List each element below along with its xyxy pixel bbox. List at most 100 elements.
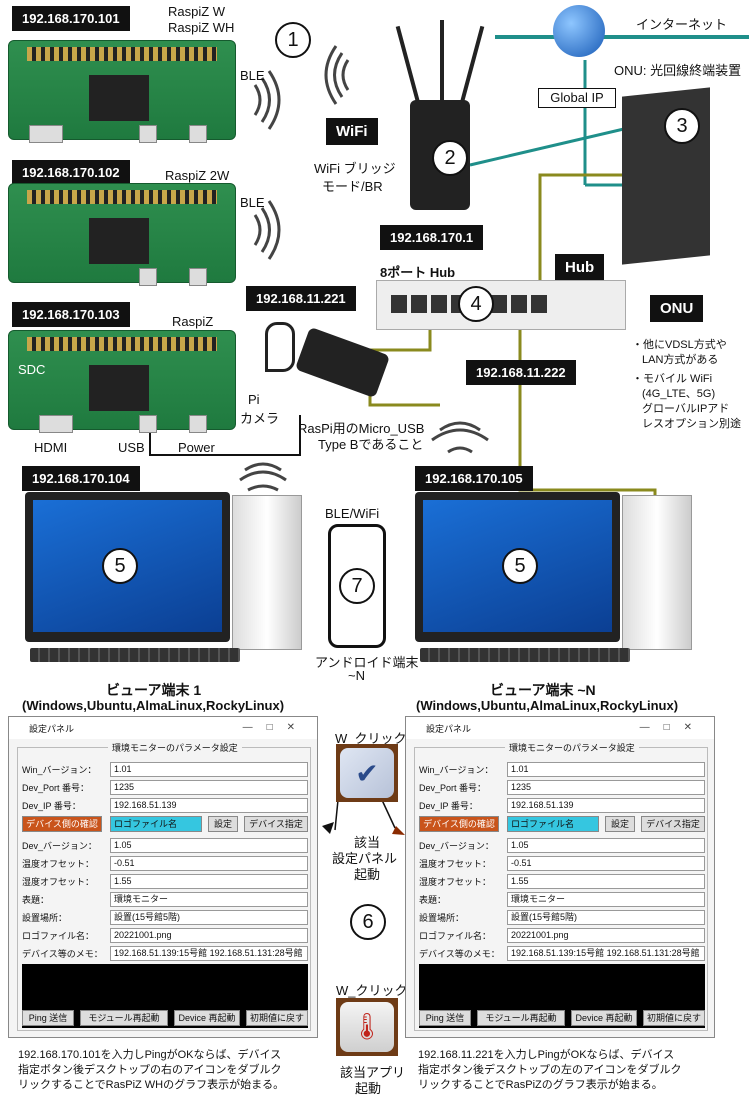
module-restart-button[interactable]: モジュール再起動 (80, 1010, 168, 1026)
hub-title: 8ポート Hub (380, 265, 456, 280)
num-1: 1 (275, 22, 311, 58)
temp-offset-label: 温度オフセット： (22, 859, 95, 869)
panel-group: 環境モニターのパラメータ設定 Win_バージョン： 1.01 Dev_Port 番… (17, 741, 311, 1031)
confirm-device-button[interactable]: デバイス側の確認 (419, 816, 499, 832)
win-version-field[interactable]: 1.01 (110, 762, 308, 777)
group-title: 環境モニターのパラメータ設定 (108, 741, 242, 754)
logo-field[interactable]: 20221001.png (507, 928, 705, 943)
location-field[interactable]: 設置(15号館5階) (110, 910, 308, 925)
memo-label: デバイス等のメモ： (419, 949, 500, 959)
module-restart-button[interactable]: モジュール再起動 (477, 1010, 565, 1026)
settings-panel-right: 設定パネル—□✕ 環境モニターのパラメータ設定 Win_バージョン：1.01 D… (405, 716, 715, 1038)
globe-icon (553, 5, 605, 57)
display-field[interactable]: 環境モニター (110, 892, 308, 907)
dev-port-field[interactable]: 1235 (507, 780, 705, 795)
dev-version-field[interactable]: 1.05 (507, 838, 705, 853)
pi3-hdmi: HDMI (34, 440, 68, 455)
router-desc2: モード/BR (322, 179, 383, 194)
camera-label1: Pi (248, 392, 260, 407)
phone-label1: アンドロイド端末 (315, 655, 419, 670)
pc1-title: ビューア端末 1 (106, 682, 202, 698)
dev-version-label: Dev_バージョン： (419, 841, 494, 851)
pcN-title: ビューア端末 ~N (490, 682, 596, 698)
panel-title: 設定パネル (29, 723, 75, 734)
window-controls[interactable]: —□✕ (242, 722, 309, 733)
pcN-tower (622, 495, 692, 650)
pi3-usb: USB (118, 440, 145, 455)
device-select-button[interactable]: デバイス指定 (244, 816, 308, 832)
caption-left: 192.168.170.101を入力しPingがOKならば、デバイス指定ボタン後… (18, 1049, 285, 1091)
pcN-num: 5 (502, 548, 538, 584)
humid-offset-label: 湿度オフセット： (22, 877, 95, 887)
win-version-label: Win_バージョン： (22, 765, 97, 775)
router-desc1: WiFi ブリッジ (314, 161, 396, 176)
pi1-ble: BLE (240, 68, 265, 83)
phone-top: BLE/WiFi (325, 506, 380, 521)
device-select-button[interactable]: デバイス指定 (641, 816, 705, 832)
set-button[interactable]: 設定 (605, 816, 635, 832)
window-controls[interactable]: —□✕ (639, 722, 706, 733)
logfile-select[interactable]: ロゴファイル名 (110, 816, 202, 832)
logo-label: ロゴファイル名： (22, 931, 95, 941)
display-label: 表題： (22, 895, 50, 905)
dev-port-field[interactable]: 1235 (110, 780, 308, 795)
confirm-device-button[interactable]: デバイス側の確認 (22, 816, 102, 832)
pi3-ip-label: 192.168.170.103 (12, 302, 130, 327)
center-desc1: 該当 (354, 835, 381, 850)
pc1-num: 5 (102, 548, 138, 584)
group-title: 環境モニターのパラメータ設定 (505, 741, 639, 754)
pi3-board (8, 330, 236, 433)
camera-label2: カメラ (240, 411, 280, 426)
temp-offset-field[interactable]: -0.51 (110, 856, 308, 871)
onu-device-icon (622, 87, 710, 265)
reset-button[interactable]: 初期値に戻す (246, 1010, 308, 1026)
pc1-keyboard (30, 648, 240, 662)
dev-ip-field[interactable]: 192.168.51.139 (110, 798, 308, 813)
dev-version-field[interactable]: 1.05 (110, 838, 308, 853)
app-desc1: 該当アプリ (340, 1065, 406, 1080)
wclick2-label: W_クリック (336, 983, 408, 998)
thermometer-app-icon[interactable]: 🌡 (336, 998, 398, 1056)
pcN-keyboard (420, 648, 630, 662)
hub-icon (376, 280, 626, 330)
num-6: 6 (350, 904, 386, 940)
device-restart-button[interactable]: Device 再起動 (571, 1010, 637, 1026)
adapter-note1: RasPi用のMicro_USB (298, 421, 425, 436)
pi1-name1: RaspiZ W (168, 4, 226, 19)
logo-field[interactable]: 20221001.png (110, 928, 308, 943)
pc1-os: (Windows,Ubuntu,AlmaLinux,RockyLinux) (22, 698, 285, 713)
device-restart-button[interactable]: Device 再起動 (174, 1010, 240, 1026)
logfile-select[interactable]: ロゴファイル名 (507, 816, 599, 832)
dev-ip-field[interactable]: 192.168.51.139 (507, 798, 705, 813)
temp-offset-field[interactable]: -0.51 (507, 856, 705, 871)
humid-offset-field[interactable]: 1.55 (110, 874, 308, 889)
adapter-ip-label: 192.168.11.221 (246, 286, 356, 311)
adapter-note2: Type Bであること (318, 437, 424, 452)
ping-button[interactable]: Ping 送信 (22, 1010, 74, 1026)
memo-field[interactable]: 192.168.51.139:15号館 192.168.51.131:28号館 (507, 946, 705, 961)
global-ip-box: Global IP (538, 88, 616, 108)
panel-titlebar: 設定パネル —□✕ (9, 717, 317, 739)
location-field[interactable]: 設置(15号館5階) (507, 910, 705, 925)
location-label: 設置場所： (419, 913, 465, 923)
pc1-monitor (25, 492, 230, 642)
phone-num: 7 (339, 568, 375, 604)
win-version-label: Win_バージョン： (419, 765, 494, 775)
display-field[interactable]: 環境モニター (507, 892, 705, 907)
app-desc2: 起動 (355, 1081, 382, 1096)
dev-port-label: Dev_Port 番号： (22, 783, 90, 793)
pi1-name2: RaspiZ WH (168, 20, 235, 35)
set-button[interactable]: 設定 (208, 816, 238, 832)
router-ip-label: 192.168.170.1 (380, 225, 484, 250)
reset-button[interactable]: 初期値に戻す (643, 1010, 705, 1026)
internet-label: インターネット (636, 17, 728, 32)
memo-field[interactable]: 192.168.51.139:15号館 192.168.51.131:28号館 (110, 946, 308, 961)
win-version-field[interactable]: 1.01 (507, 762, 705, 777)
dev-ip-label: Dev_IP 番号： (419, 801, 478, 811)
num-3: 3 (664, 108, 700, 144)
dev-ip-label: Dev_IP 番号： (22, 801, 81, 811)
settings-app-icon[interactable]: ✔ (336, 744, 398, 802)
wclick1-label: W_クリック (335, 731, 407, 746)
ping-button[interactable]: Ping 送信 (419, 1010, 471, 1026)
humid-offset-field[interactable]: 1.55 (507, 874, 705, 889)
